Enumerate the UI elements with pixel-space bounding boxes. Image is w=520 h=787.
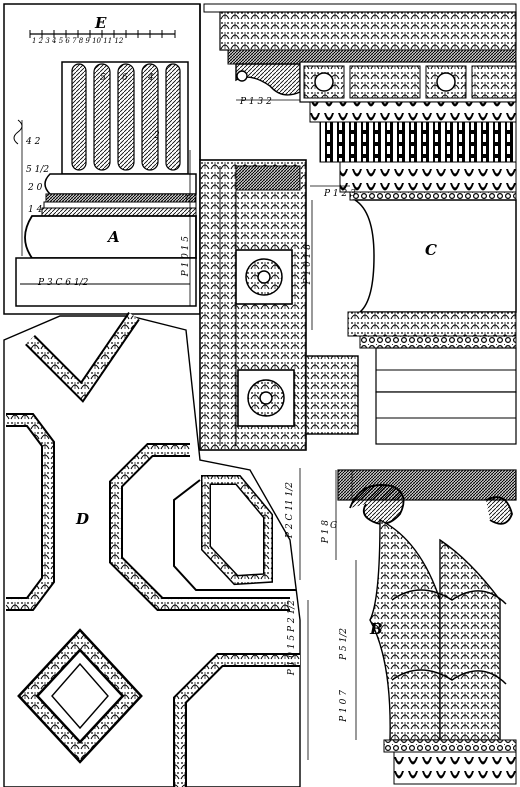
column-base-a (13, 30, 197, 307)
frieze-c (347, 199, 517, 445)
ornamental-pilaster (199, 159, 359, 451)
label-a: A (108, 228, 120, 246)
dim-fluting-left: 4 2 (26, 137, 41, 147)
label-g: G (330, 521, 338, 531)
label-c: C (425, 241, 437, 259)
dim-capital-side: P 1 0 7 (339, 690, 349, 722)
flute-number: 6 (122, 73, 128, 83)
dim-lower-proj-2: P 1 0 1 5 P 2 1/2 (287, 600, 297, 676)
corinthian-capital-b (337, 469, 517, 785)
dim-shaft-mid: P 1 0 1 8 (303, 244, 313, 285)
dim-g: P 1 8 (321, 520, 331, 544)
dimension-lines (236, 99, 353, 760)
cornice (203, 3, 517, 201)
flute-number: 2 (154, 131, 160, 141)
flute-number: 5 (100, 73, 106, 83)
side-number: 1 1 (184, 195, 199, 205)
side-number: 1 4 (28, 205, 43, 215)
side-number: 5 1/2 (26, 165, 50, 175)
label-b: B (370, 620, 383, 638)
label-d: D (76, 510, 90, 528)
dim-capital-height: P 5 1/2 (339, 628, 349, 660)
side-number: 2 0 (28, 183, 43, 193)
dim-base-width: P 3 C 6 1/2 (38, 278, 89, 288)
flute-number: 4 (148, 73, 154, 83)
dim-cornice-proj: P 1 3 2 (240, 97, 272, 107)
label-e: E (95, 14, 107, 32)
plate-frame (3, 3, 201, 315)
dim-capital-left: P 1 2 3 (324, 189, 356, 199)
coffered-ceiling-d (3, 312, 301, 787)
dim-base-height: P 1 0 1 5 (181, 236, 191, 277)
dim-lower-proj: P 2 C 11 1/2 (285, 482, 295, 539)
scale-numbers: 1 2 3 4 5 6 7 8 9 10 11 12 (32, 37, 124, 45)
